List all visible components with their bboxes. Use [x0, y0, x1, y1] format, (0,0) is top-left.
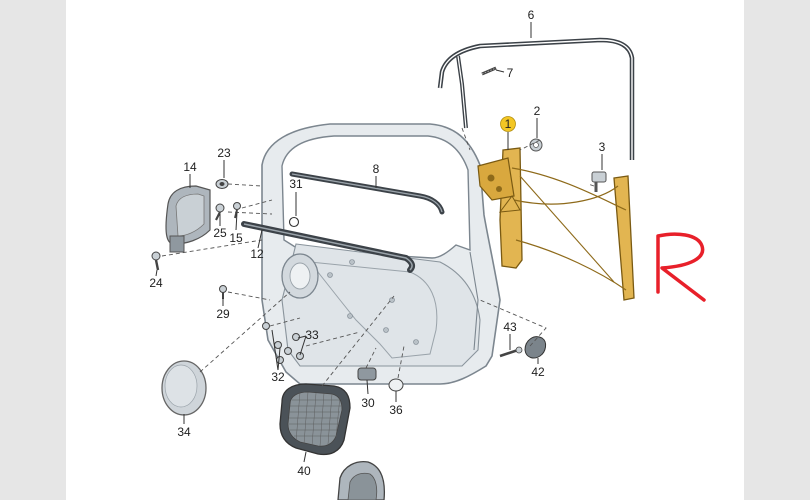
part-label-2: 2	[534, 104, 541, 118]
screw-icon	[481, 66, 497, 76]
clip-icon	[288, 216, 300, 228]
clip-icon	[357, 367, 377, 381]
part-label-36: 36	[389, 403, 403, 417]
grommet-icon	[215, 179, 229, 189]
part-label-8: 8	[373, 162, 380, 176]
mirror-icon	[165, 185, 211, 253]
cap-icon	[524, 336, 547, 359]
part-label-40: 40	[297, 464, 311, 478]
screw-icon	[215, 203, 225, 221]
leader-lines	[155, 22, 603, 463]
door-handle-trim-icon	[337, 460, 386, 500]
part-label-29: 29	[216, 307, 230, 321]
screw-icon	[233, 202, 241, 219]
part-label-34: 34	[177, 425, 191, 439]
part-label-15: 15	[229, 231, 243, 245]
part-label-31: 31	[289, 177, 303, 191]
speaker-grille-icon	[279, 383, 351, 456]
part-label-25: 25	[213, 226, 227, 240]
part-label-6: 6	[528, 8, 535, 22]
part-label-1: 1	[505, 117, 512, 131]
screw-icon	[219, 285, 227, 299]
grommet-icon	[388, 378, 404, 392]
screw-icon	[499, 346, 523, 358]
annotation-text: R	[680, 269, 681, 271]
part-label-12: 12	[250, 247, 264, 261]
part-label-43: 43	[503, 320, 517, 334]
bolt-icon	[591, 171, 607, 192]
speaker-cover-icon	[161, 360, 207, 416]
part-label-3: 3	[599, 140, 606, 154]
highlight-badge	[500, 116, 516, 132]
part-label-24: 24	[149, 276, 163, 290]
part-label-42: 42	[531, 365, 545, 379]
assembly-lines	[161, 127, 595, 387]
handwritten-annotation: R	[656, 232, 706, 302]
part-label-32: 32	[271, 370, 285, 384]
part-label-14: 14	[183, 160, 197, 174]
part-label-30: 30	[361, 396, 375, 410]
part-label-33: 33	[305, 328, 319, 342]
bolt-icon	[151, 251, 161, 271]
nut-icon	[529, 138, 543, 152]
window-regulator-icon	[477, 147, 635, 301]
part-label-23: 23	[217, 146, 231, 160]
part-label-7: 7	[507, 66, 514, 80]
